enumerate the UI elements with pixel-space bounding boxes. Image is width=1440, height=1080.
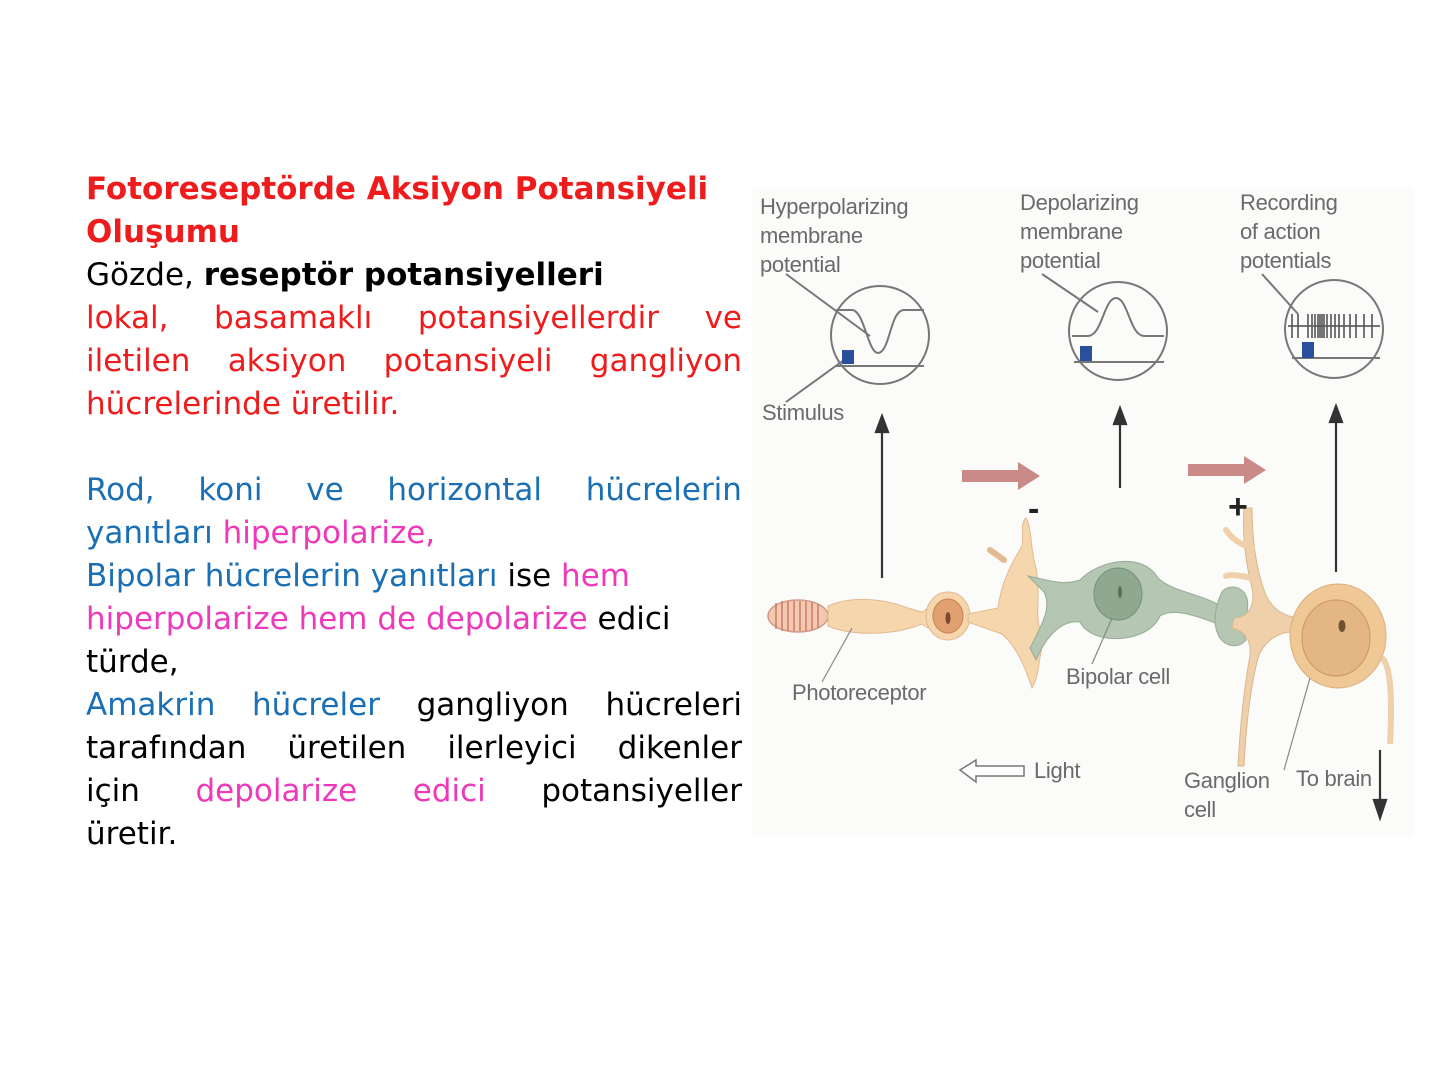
word: aksiyon — [227, 343, 347, 379]
retina-signal-diagram: Hyperpolarizing membrane potential Depol… — [752, 188, 1414, 836]
para1-line-1: Gözde, reseptör potansiyelleri — [86, 254, 742, 297]
stimulus-block-icon — [1080, 346, 1092, 361]
word: ilerleyici — [447, 730, 577, 766]
word: edici — [412, 773, 486, 809]
to-brain-label: To brain — [1296, 766, 1372, 791]
word: dikenler — [617, 730, 742, 766]
slide-title-line-1: Fotoreseptörde Aksiyon Potansiyeli — [86, 171, 709, 207]
para2-line-5: türde, — [86, 644, 179, 680]
para2-line-2: yanıtları hiperpolarize, — [86, 512, 742, 555]
word: hücreler — [252, 687, 380, 723]
signal-flow-arrow-icon — [962, 456, 1266, 490]
text-segment: Bipolar hücrelerin yanıtları — [86, 558, 508, 594]
stimulus-label: Stimulus — [762, 400, 844, 425]
recording-label: Recording of action potentials — [1240, 190, 1338, 273]
text-segment: edici — [587, 601, 671, 637]
inhibitory-sign: - — [1028, 490, 1040, 528]
text-segment: hem — [561, 558, 630, 594]
word: Rod, — [86, 472, 155, 508]
slide-title-line-2: Oluşumu — [86, 214, 240, 250]
up-arrow-icon — [874, 402, 1344, 578]
bipolar-cell-icon — [1026, 560, 1249, 662]
photoreceptor-cell-icon — [767, 517, 1045, 690]
stimulus-block-icon — [1302, 342, 1314, 358]
para2-line-7: tarafından üretilen ilerleyici dikenler — [86, 727, 742, 770]
word: hücreleri — [605, 687, 742, 723]
word: Amakrin — [86, 687, 216, 723]
hyperpolarizing-label: Hyperpolarizing membrane potential — [760, 194, 909, 277]
word: üretilen — [287, 730, 407, 766]
light-arrow-icon — [958, 758, 1025, 784]
ganglion-cell-icon — [1223, 507, 1395, 767]
word: ve — [704, 300, 742, 336]
para1-line-2: lokal, basamaklı potansiyellerdir ve — [86, 297, 742, 340]
word: iletilen — [86, 343, 191, 379]
para2-line-9: üretir. — [86, 816, 178, 852]
text-segment: yanıtları — [86, 515, 223, 551]
down-arrow-icon — [1372, 750, 1388, 822]
word: potansiyeller — [541, 773, 742, 809]
word: için — [86, 773, 140, 809]
word: potansiyellerdir — [417, 300, 659, 336]
light-label: Light — [1034, 758, 1081, 783]
stimulus-block-icon — [842, 350, 854, 364]
para2-line-8: için depolarize edici potansiyeller — [86, 770, 742, 813]
word: gangliyon — [589, 343, 742, 379]
ganglion-cell-label: Ganglion cell — [1184, 768, 1270, 822]
para2-line-1: Rod, koni ve horizontal hücrelerin — [86, 469, 742, 512]
word: tarafından — [86, 730, 247, 766]
para1-line-4: hücrelerinde üretilir. — [86, 386, 400, 422]
word: horizontal — [387, 472, 543, 508]
text-segment: hiperpolarize hem de depolarize — [86, 601, 588, 637]
word: potansiyeli — [383, 343, 553, 379]
intro-text: Gözde, — [86, 257, 204, 293]
para2-line-4: hiperpolarize hem de depolarize edici — [86, 598, 742, 641]
bipolar-cell-label: Bipolar cell — [1066, 664, 1171, 689]
word: koni — [198, 472, 263, 508]
word: basamaklı — [214, 300, 373, 336]
paragraph-gap — [86, 426, 742, 469]
word: depolarize — [195, 773, 358, 809]
hyperpolarizing-recording-icon — [785, 273, 930, 403]
intro-bold-text: reseptör potansiyelleri — [203, 257, 604, 293]
depolarizing-recording-icon — [1041, 273, 1168, 381]
action-potential-recording-icon — [1261, 273, 1384, 379]
diagram-graphics — [767, 273, 1395, 822]
para2-line-3: Bipolar hücrelerin yanıtları ise hem — [86, 555, 742, 598]
slide-text: Fotoreseptörde Aksiyon Potansiyeli Oluşu… — [86, 168, 742, 856]
word: gangliyon — [416, 687, 569, 723]
depolarizing-label: Depolarizing membrane potential — [1020, 190, 1139, 273]
word: lokal, — [86, 300, 169, 336]
photoreceptor-label: Photoreceptor — [792, 680, 927, 705]
para1-line-3: iletilen aksiyon potansiyeli gangliyon — [86, 340, 742, 383]
word: hücrelerin — [585, 472, 742, 508]
word: ve — [306, 472, 344, 508]
excitatory-sign: + — [1228, 488, 1248, 526]
para2-line-6: Amakrin hücreler gangliyon hücreleri — [86, 684, 742, 727]
label-pointer-lines — [821, 617, 1311, 771]
text-segment: hiperpolarize, — [222, 515, 436, 551]
text-segment: ise — [507, 558, 562, 594]
